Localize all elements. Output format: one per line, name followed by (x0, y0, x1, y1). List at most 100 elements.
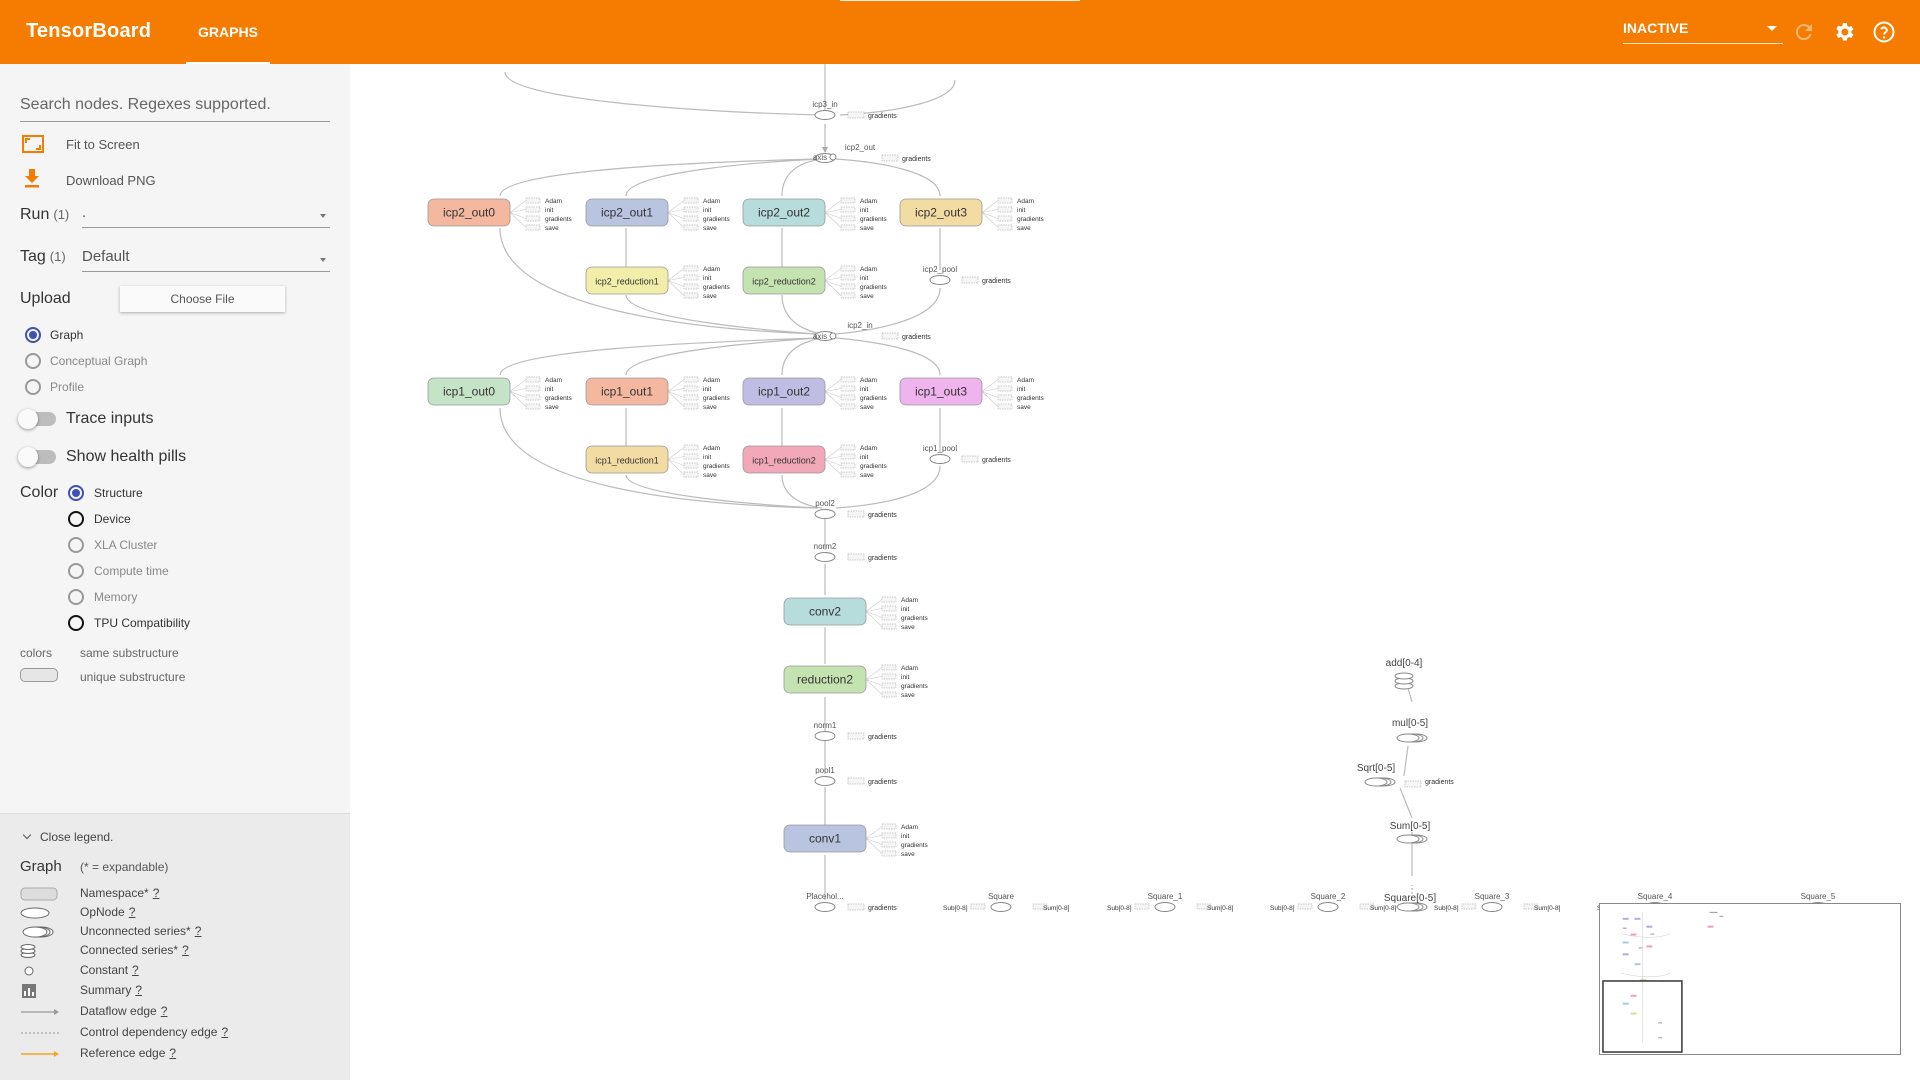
color-tpu-radio[interactable] (68, 615, 84, 631)
namespace-node-icp1-out0[interactable]: icp1_out0 (427, 377, 511, 406)
aux-edge (824, 456, 842, 460)
aux-label: init (703, 386, 712, 393)
tag-select[interactable]: Default (82, 248, 330, 272)
unconnected-series-node[interactable] (1396, 733, 1428, 743)
op-label: icp2_pool (923, 265, 957, 274)
minimap[interactable] (1599, 903, 1901, 1055)
connected-series-node[interactable] (1394, 672, 1414, 690)
aux-label: save (703, 472, 717, 479)
aux-edge (824, 212, 842, 228)
run-select[interactable]: . (82, 204, 330, 228)
op-node[interactable] (814, 509, 836, 519)
aux-label: save (860, 293, 874, 300)
namespace-icon (20, 887, 58, 901)
graph-type-graph-radio[interactable] (25, 327, 41, 343)
help-link[interactable]: ? (128, 905, 136, 919)
aux-label: Sub[0-8] (1270, 905, 1295, 912)
help-link[interactable]: ? (135, 983, 143, 997)
close-legend-button[interactable]: Close legend. (22, 830, 114, 844)
graph-canvas[interactable]: AdaminitgradientssaveAdaminitgradientssa… (350, 64, 1920, 1080)
aux-label: init (545, 207, 554, 214)
unconnected-series-node[interactable] (1364, 777, 1396, 787)
op-node[interactable] (929, 454, 951, 464)
choose-file-button[interactable]: Choose File (120, 286, 285, 312)
aux-label: init (901, 606, 910, 613)
namespace-node-icp1-out3[interactable]: icp1_out3 (899, 377, 983, 406)
namespace-node-conv2[interactable]: conv2 (783, 597, 867, 626)
namespace-node-reduction2[interactable]: reduction2 (783, 665, 867, 694)
aux-stub (1297, 903, 1313, 910)
graph-type-profile-radio[interactable] (25, 379, 41, 395)
constant-node[interactable] (829, 153, 837, 161)
help-icon[interactable] (1872, 20, 1896, 44)
namespace-node-icp1-reduction1[interactable]: icp1_reduction1 (585, 445, 669, 474)
refresh-icon[interactable] (1792, 20, 1816, 44)
help-link[interactable]: ? (221, 1025, 229, 1039)
op-node[interactable] (814, 552, 836, 562)
help-link[interactable]: ? (182, 943, 189, 957)
namespace-node-icp1-out1[interactable]: icp1_out1 (585, 377, 669, 406)
search-nodes-input[interactable]: Search nodes. Regexes supported. (20, 92, 330, 122)
help-link[interactable]: ? (160, 1004, 168, 1018)
tab-graphs[interactable]: GRAPHS (186, 0, 270, 64)
aux-stub (525, 224, 541, 231)
help-link[interactable]: ? (169, 1046, 177, 1060)
unconnected-series-node[interactable] (1396, 902, 1428, 912)
help-link[interactable]: ? (132, 963, 139, 977)
namespace-node-icp2-reduction1[interactable]: icp2_reduction1 (585, 266, 669, 295)
aux-stub (997, 376, 1013, 383)
color-compute-time-radio (68, 563, 84, 579)
op-node[interactable] (814, 110, 836, 120)
health-pills-toggle[interactable] (18, 447, 56, 467)
fit-to-screen-label: Fit to Screen (66, 137, 140, 152)
graph-type-conceptual-radio[interactable] (25, 353, 41, 369)
color-device-radio[interactable] (68, 511, 84, 527)
op-node[interactable] (814, 902, 836, 912)
dataflow-edge-icon (21, 1009, 59, 1015)
download-png-label: Download PNG (66, 173, 156, 188)
help-link[interactable]: ? (152, 886, 160, 900)
graph-type-graph-label: Graph (50, 328, 84, 342)
settings-icon[interactable] (1832, 20, 1856, 44)
color-structure-radio[interactable] (68, 485, 84, 501)
aux-edge (667, 379, 685, 392)
aux-edge (509, 391, 527, 398)
namespace-label: icp1_out3 (915, 385, 967, 399)
aux-stub (525, 376, 541, 383)
namespace-node-icp1-reduction2[interactable]: icp1_reduction2 (742, 445, 826, 474)
minimap-viewport[interactable] (1602, 980, 1683, 1053)
aux-edge (667, 388, 685, 392)
unconnected-series-node[interactable] (1396, 834, 1428, 844)
namespace-node-icp2-out0[interactable]: icp2_out0 (427, 198, 511, 227)
aux-stub (683, 385, 699, 392)
trace-inputs-toggle[interactable] (18, 409, 56, 429)
namespace-node-icp2-reduction2[interactable]: icp2_reduction2 (742, 266, 826, 295)
gradient-labels: gradients gradients gradients gradients … (868, 113, 1454, 912)
namespace-node-icp2-out3[interactable]: icp2_out3 (899, 198, 983, 227)
aux-stub (683, 394, 699, 401)
op-node[interactable] (814, 731, 836, 741)
aux-label: gradients (545, 216, 572, 223)
aux-edge (824, 388, 842, 392)
aux-edge (509, 200, 527, 213)
aux-label: gradients (901, 842, 928, 849)
op-node[interactable] (814, 776, 836, 786)
help-link[interactable]: ? (194, 924, 202, 938)
op-node[interactable] (929, 275, 951, 285)
namespace-node-icp2-out1[interactable]: icp2_out1 (585, 198, 669, 227)
aux-label: save (901, 624, 915, 631)
namespace-node-icp1-out2[interactable]: icp1_out2 (742, 377, 826, 406)
series-nodes (1364, 672, 1428, 912)
constant-node[interactable] (829, 332, 837, 340)
aux-label: Sum[0-8] (1043, 905, 1070, 912)
namespace-node-conv1[interactable]: conv1 (783, 824, 867, 853)
run-status-dropdown[interactable]: INACTIVE (1623, 20, 1783, 44)
op-node (1481, 902, 1503, 912)
namespace-node-icp2-out2[interactable]: icp2_out2 (742, 198, 826, 227)
close-legend-label: Close legend. (40, 830, 114, 844)
